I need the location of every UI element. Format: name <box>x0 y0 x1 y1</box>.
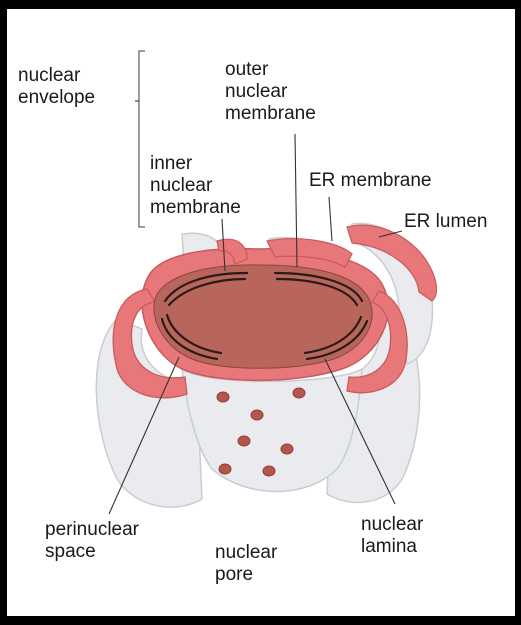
pore-2 <box>251 410 263 420</box>
label-er-membrane: ER membrane <box>309 170 432 192</box>
pore-4 <box>238 436 250 446</box>
pore-7 <box>263 466 275 476</box>
label-outer-nuclear-membrane: outer nuclear membrane <box>225 59 316 125</box>
label-inner-nuclear-membrane: inner nuclear membrane <box>150 153 241 219</box>
pore-3 <box>293 388 305 398</box>
diagram-frame: nuclear envelope outer nuclear membrane … <box>7 9 515 616</box>
label-nuclear-pore: nuclear pore <box>215 542 277 586</box>
pore-5 <box>281 444 293 454</box>
label-perinuclear-space: perinuclear space <box>45 519 139 563</box>
label-er-lumen: ER lumen <box>404 211 487 233</box>
nuclear-envelope-bracket <box>139 51 145 227</box>
nucleoplasm <box>154 265 372 368</box>
label-nuclear-lamina: nuclear lamina <box>361 514 423 558</box>
pore-6 <box>219 464 231 474</box>
pore-1 <box>217 392 229 402</box>
label-nuclear-envelope: nuclear envelope <box>18 65 95 109</box>
